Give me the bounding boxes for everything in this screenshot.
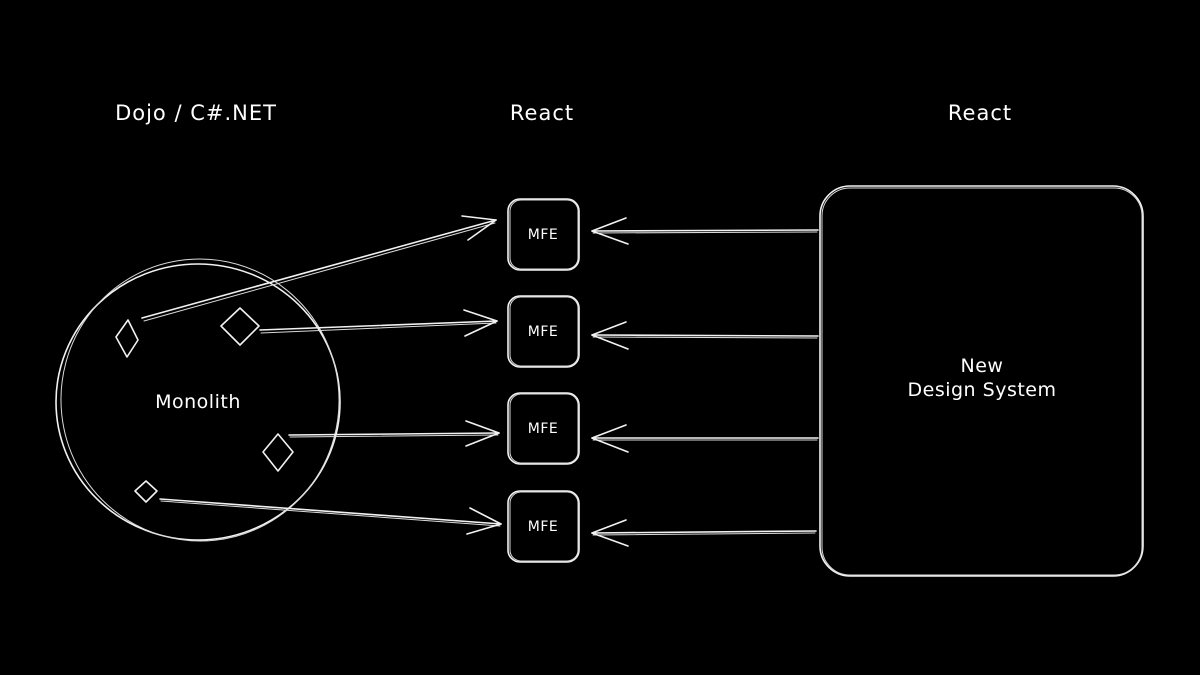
mfe-box-3 xyxy=(507,392,580,465)
arrow-monolith-to-mfe-1 xyxy=(141,215,497,322)
module-diamond-2 xyxy=(220,307,260,346)
mfe-box-1 xyxy=(507,198,580,271)
header-react-design-system: React xyxy=(948,101,1012,125)
arrow-design-system-to-mfe-4 xyxy=(591,519,817,547)
monolith-label: Monolith xyxy=(155,391,241,413)
mfe-label-3: MFE xyxy=(528,421,558,437)
design-system-label-line2: Design System xyxy=(908,379,1057,401)
header-react-mfe: React xyxy=(510,101,574,125)
module-diamond-4 xyxy=(134,480,158,503)
arrow-monolith-to-mfe-4 xyxy=(159,498,502,535)
mfe-label-4: MFE xyxy=(528,519,558,535)
mfe-box-2 xyxy=(507,295,580,368)
design-system-label-line1: New xyxy=(961,355,1004,377)
arrow-design-system-to-mfe-2 xyxy=(591,321,819,350)
header-dojo-csharp: Dojo / C#.NET xyxy=(115,101,277,125)
arrow-design-system-to-mfe-1 xyxy=(591,217,819,245)
arrow-monolith-to-mfe-3 xyxy=(288,420,500,447)
mfe-label-1: MFE xyxy=(528,227,558,243)
monolith-circle xyxy=(55,258,341,542)
arrow-design-system-to-mfe-3 xyxy=(591,424,819,453)
module-diamond-1 xyxy=(115,319,139,358)
mfe-box-4 xyxy=(507,490,580,563)
module-diamond-3 xyxy=(262,433,294,472)
arrow-monolith-to-mfe-2 xyxy=(259,309,498,337)
design-system-box xyxy=(819,185,1144,577)
mfe-label-2: MFE xyxy=(528,324,558,340)
